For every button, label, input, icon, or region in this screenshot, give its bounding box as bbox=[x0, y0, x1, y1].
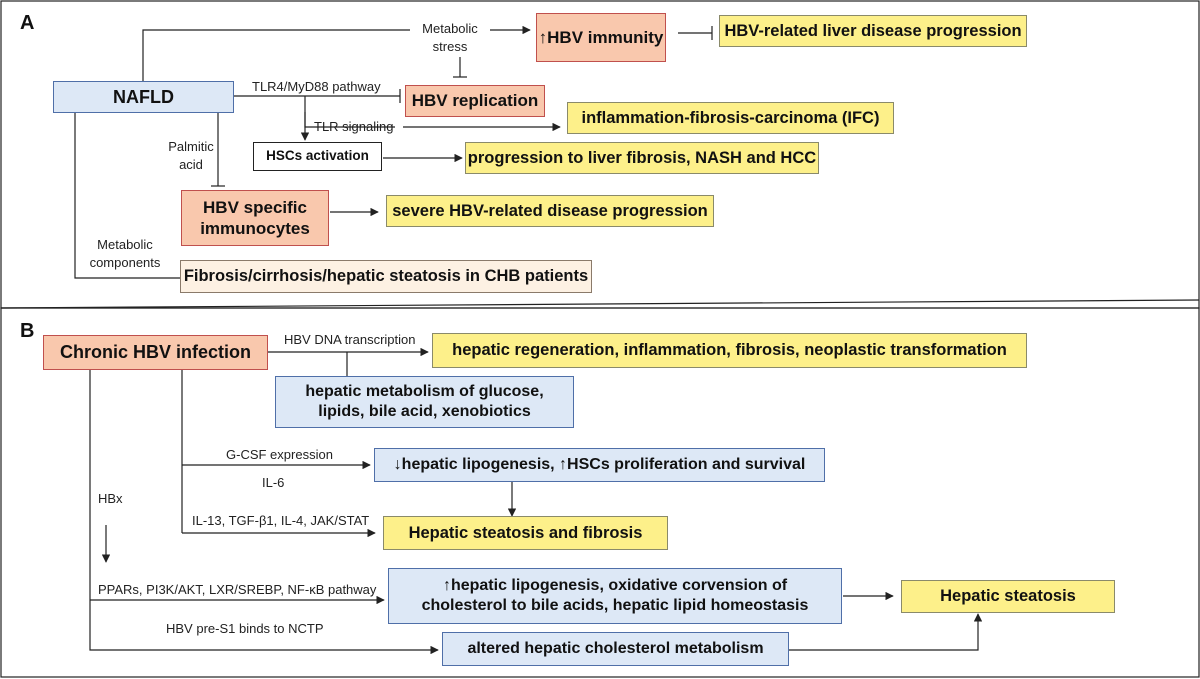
ppars-label: PPARs, PI3K/AKT, LXR/SREBP, NF-κB pathwa… bbox=[98, 582, 377, 597]
metabolic-components-label: Metabolic components bbox=[89, 237, 161, 270]
il13-label: IL-13, TGF-β1, IL-4, JAK/STAT bbox=[192, 513, 370, 528]
hbv-replication-box: HBV replication bbox=[405, 85, 545, 117]
hepatic-regeneration-box: hepatic regeneration, inflammation, fibr… bbox=[432, 333, 1027, 368]
ifc-box: inflammation-fibrosis-carcinoma (IFC) bbox=[567, 102, 894, 134]
nafld-box: NAFLD bbox=[53, 81, 234, 113]
edge-nafld-stress bbox=[142, 29, 410, 82]
hepatic-steatosis-box: Hepatic steatosis bbox=[901, 580, 1115, 613]
metabolic-stress-label: Metabolic stress bbox=[422, 21, 478, 54]
panel-divider bbox=[0, 299, 1200, 309]
chronic-hbv-box: Chronic HBV infection bbox=[43, 335, 268, 370]
panel-b-frame bbox=[0, 307, 1200, 678]
hbv-liver-progression-box: HBV-related liver disease progression bbox=[719, 15, 1027, 47]
altered-cholesterol-box: altered hepatic cholesterol metabolism bbox=[442, 632, 789, 666]
hscs-activation-box: HSCs activation bbox=[253, 142, 382, 171]
panel-b-letter: B bbox=[20, 320, 35, 342]
edge-cholesterol-steatosis bbox=[789, 613, 983, 651]
severe-progression-box: severe HBV-related disease progression bbox=[386, 195, 714, 227]
edge-trunk bbox=[89, 370, 439, 655]
dna-transcription-label: HBV DNA transcription bbox=[284, 332, 416, 347]
panel-a-letter: A bbox=[20, 12, 35, 34]
pres1-label: HBV pre-S1 binds to NCTP bbox=[166, 621, 324, 636]
palmitic-acid-label: Palmitic acid bbox=[168, 139, 214, 172]
hbv-immunocytes-box: HBV specific immunocytes bbox=[181, 190, 329, 246]
fibrosis-chb-box: Fibrosis/cirrhosis/hepatic steatosis in … bbox=[180, 260, 592, 293]
progression-fibrosis-box: progression to liver fibrosis, NASH and … bbox=[465, 142, 819, 174]
hepatic-metabolism-box: hepatic metabolism of glucose, lipids, b… bbox=[275, 376, 574, 428]
tlr-signaling-label: TLR signaling bbox=[314, 119, 394, 134]
il6-label: IL-6 bbox=[262, 475, 285, 490]
hbx-label: HBx bbox=[98, 491, 123, 506]
lipogenesis-down-box: ↓hepatic lipogenesis, ↑HSCs proliferatio… bbox=[374, 448, 825, 482]
edge-metabolic-components bbox=[74, 112, 180, 279]
edge-tlr-ifc bbox=[304, 112, 395, 128]
hbv-immunity-box: ↑HBV immunity bbox=[536, 13, 666, 62]
steatosis-fibrosis-box: Hepatic steatosis and fibrosis bbox=[383, 516, 668, 550]
lipogenesis-up-box: ↑hepatic lipogenesis, oxidative corvensi… bbox=[388, 568, 842, 624]
gcsf-label: G-CSF expression bbox=[226, 447, 333, 462]
tlr4-label: TLR4/MyD88 pathway bbox=[252, 79, 381, 94]
